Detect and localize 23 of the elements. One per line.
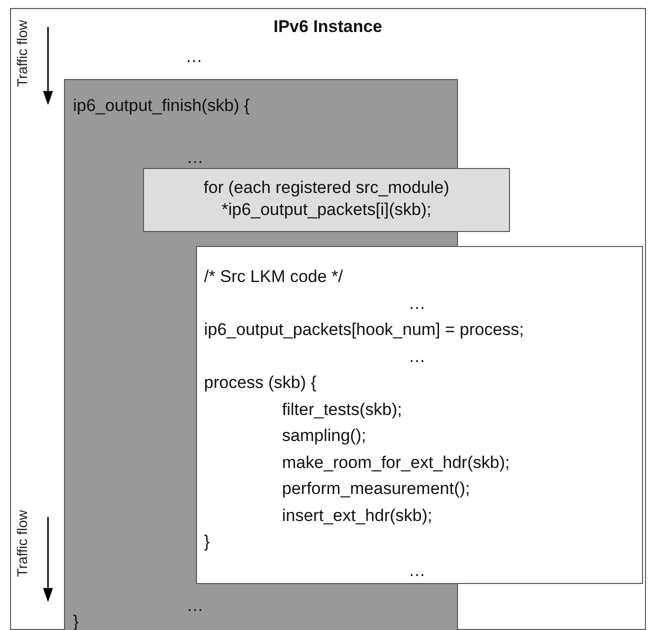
ellipsis: … [408, 561, 426, 581]
code-line: insert_ext_hdr(skb); [282, 506, 432, 526]
flow-label: Traffic flow [14, 510, 30, 577]
instance-panel [10, 8, 646, 630]
ellipsis: … [408, 294, 426, 314]
ellipsis: … [186, 47, 202, 67]
module-code-block [196, 246, 643, 584]
panel-title: IPv6 Instance [274, 17, 382, 37]
ellipsis: … [186, 596, 204, 616]
code-line: filter_tests(skb); [282, 400, 402, 420]
ellipsis: … [186, 148, 204, 168]
code-line: ip6_output_packets[hook_num] = process; [204, 320, 524, 340]
flow-label: Traffic flow [14, 20, 30, 87]
code-line: /* Src LKM code */ [204, 267, 343, 287]
ellipsis: … [408, 347, 426, 367]
loop-block [143, 168, 510, 232]
code-line: } [204, 532, 210, 552]
code-line: sampling(); [282, 426, 366, 446]
code-line: perform_measurement(); [282, 479, 470, 499]
code-text: for (each registered src_module) *ip6_output_packets[i](skb); [202, 177, 450, 221]
code-line: make_room_for_ext_hdr(skb); [282, 453, 510, 473]
code-line: process (skb) { [204, 373, 316, 393]
code-line: ip6_output_finish(skb) { [73, 96, 250, 116]
